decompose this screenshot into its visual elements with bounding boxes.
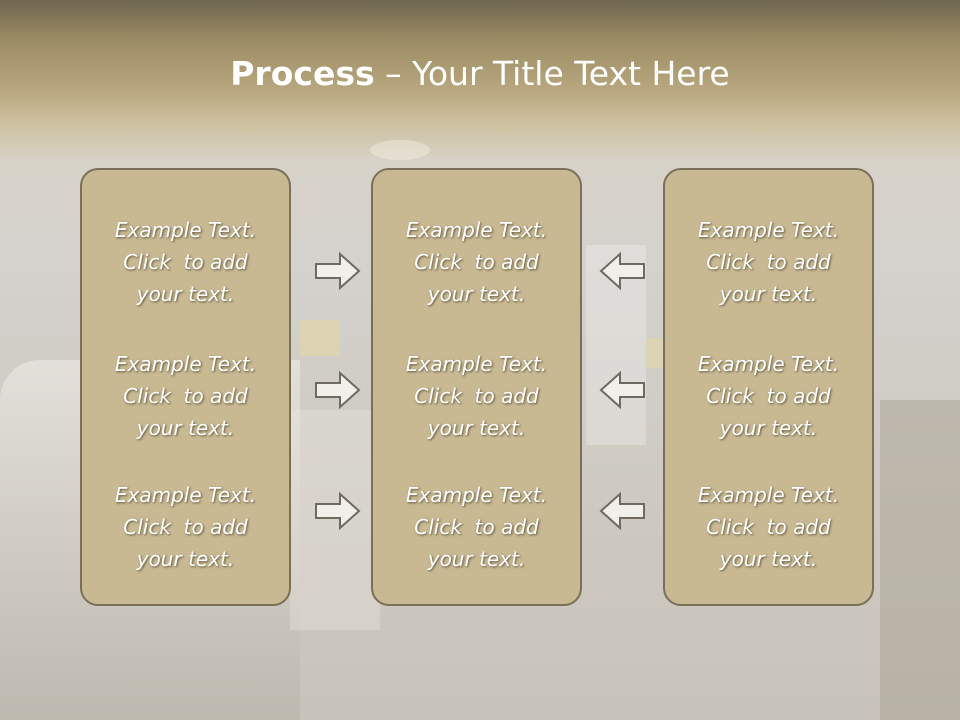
- text-line: Click to add: [414, 515, 539, 539]
- arrow-right-icon[interactable]: [314, 491, 362, 531]
- text-line: Example Text.: [697, 483, 840, 507]
- text-line: Click to add: [414, 250, 539, 274]
- text-line: Example Text.: [405, 483, 548, 507]
- text-line: Example Text.: [114, 352, 257, 376]
- text-line: Click to add: [414, 384, 539, 408]
- title-bold: Process: [230, 54, 375, 93]
- title-rest: – Your Title Text Here: [374, 54, 730, 93]
- text-block[interactable]: Example Text. Click to add your text.: [373, 348, 580, 444]
- text-line: your text.: [719, 416, 818, 440]
- text-block[interactable]: Example Text. Click to add your text.: [82, 348, 289, 444]
- text-line: Click to add: [123, 250, 248, 274]
- text-line: Click to add: [123, 515, 248, 539]
- text-line: Example Text.: [114, 483, 257, 507]
- text-block[interactable]: Example Text. Click to add your text.: [373, 214, 580, 310]
- arrow-right-icon[interactable]: [314, 370, 362, 410]
- text-line: your text.: [136, 282, 235, 306]
- text-line: your text.: [719, 547, 818, 571]
- lamp-decoration: [300, 320, 340, 356]
- text-line: Click to add: [706, 250, 831, 274]
- arrow-left-icon[interactable]: [598, 370, 646, 410]
- text-line: Click to add: [706, 515, 831, 539]
- text-line: your text.: [719, 282, 818, 306]
- text-line: Example Text.: [405, 352, 548, 376]
- text-line: your text.: [427, 416, 526, 440]
- text-line: your text.: [136, 416, 235, 440]
- process-panel-left[interactable]: Example Text. Click to add your text. Ex…: [80, 168, 291, 606]
- text-line: your text.: [427, 547, 526, 571]
- text-block[interactable]: Example Text. Click to add your text.: [82, 479, 289, 575]
- arrow-left-icon[interactable]: [598, 491, 646, 531]
- text-line: your text.: [136, 547, 235, 571]
- text-line: Example Text.: [114, 218, 257, 242]
- text-block[interactable]: Example Text. Click to add your text.: [665, 214, 872, 310]
- text-block[interactable]: Example Text. Click to add your text.: [665, 479, 872, 575]
- text-line: Example Text.: [697, 352, 840, 376]
- process-panel-center[interactable]: Example Text. Click to add your text. Ex…: [371, 168, 582, 606]
- text-block[interactable]: Example Text. Click to add your text.: [665, 348, 872, 444]
- process-panel-right[interactable]: Example Text. Click to add your text. Ex…: [663, 168, 874, 606]
- text-block[interactable]: Example Text. Click to add your text.: [373, 479, 580, 575]
- arrow-left-icon[interactable]: [598, 251, 646, 291]
- text-line: Click to add: [706, 384, 831, 408]
- slide-title[interactable]: Process – Your Title Text Here: [0, 54, 960, 93]
- text-line: Example Text.: [697, 218, 840, 242]
- text-line: your text.: [427, 282, 526, 306]
- text-line: Click to add: [123, 384, 248, 408]
- cabinet-decoration: [880, 400, 960, 720]
- text-block[interactable]: Example Text. Click to add your text.: [82, 214, 289, 310]
- text-line: Example Text.: [405, 218, 548, 242]
- arrow-right-icon[interactable]: [314, 251, 362, 291]
- ceiling-light-decoration: [370, 140, 430, 160]
